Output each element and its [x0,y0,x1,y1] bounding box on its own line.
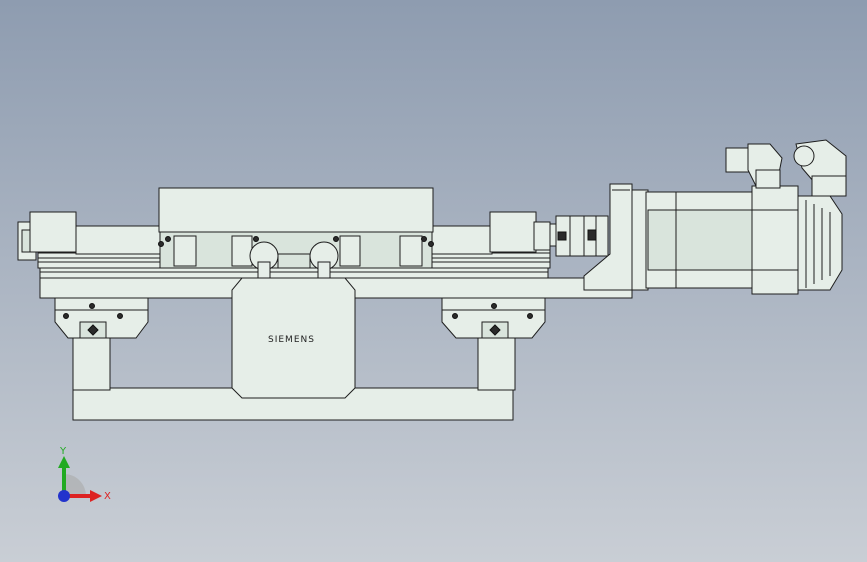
y-axis-label: Y [59,446,67,457]
motor-connectors [725,139,847,197]
y-axis-arrowhead [58,456,70,468]
carriage-block [158,187,434,269]
triad-arc [64,474,86,496]
left-end-cap [17,211,77,261]
servo-motor [631,185,843,295]
center-housing: SIEMENS [231,277,356,399]
right-mount-bracket [441,297,546,339]
brand-label: SIEMENS [268,335,315,345]
orientation-triad[interactable]: Y X [58,446,111,502]
guide-shafts [75,211,551,255]
x-axis-arrowhead [90,490,102,502]
left-mount-bracket [54,297,149,339]
z-axis-dot [58,490,70,502]
motor-flange [583,183,633,291]
x-axis-label: X [104,491,111,502]
roller-wheels [249,241,339,279]
shaft-coupling [549,215,609,257]
